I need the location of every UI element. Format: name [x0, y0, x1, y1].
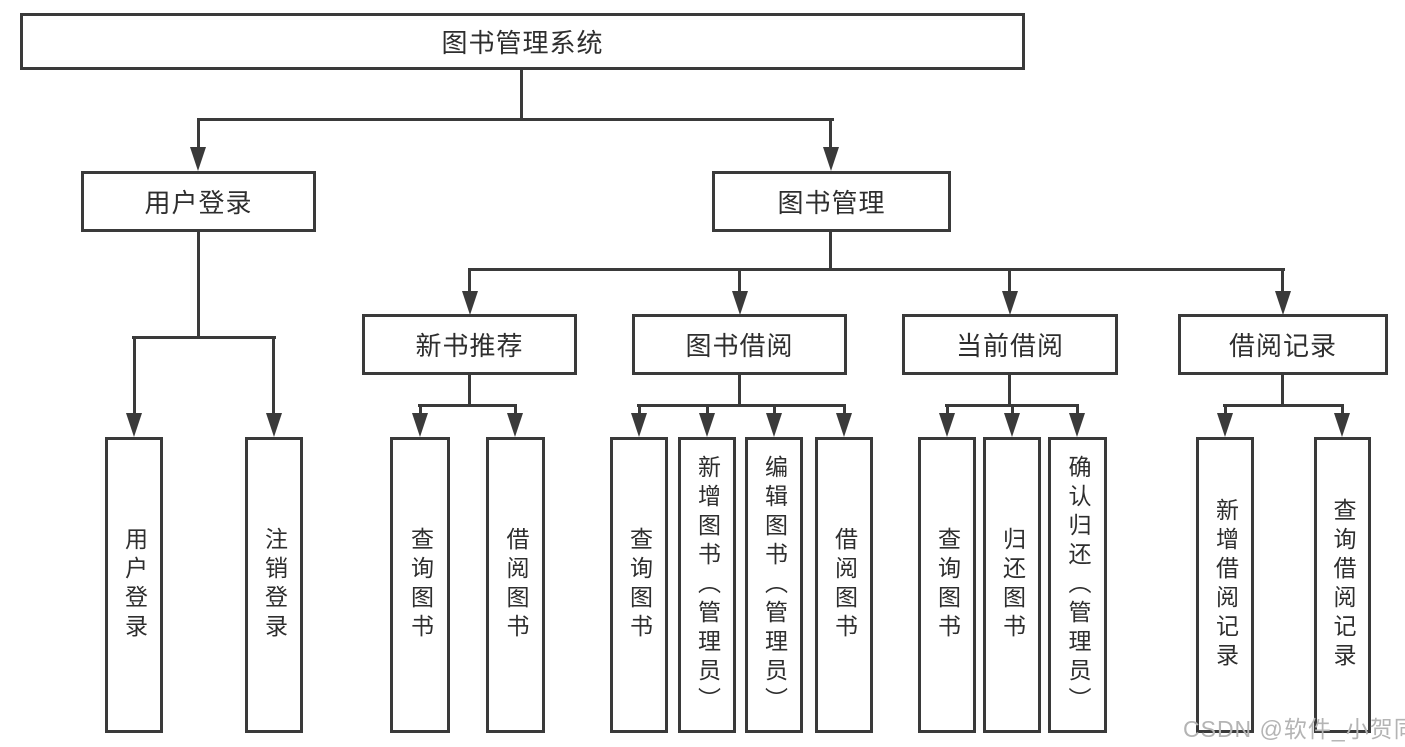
arrow-down-bookborrow-leaf4-icon [836, 413, 852, 437]
leaf-query-books-newbook-label: 查询图书 [407, 527, 434, 643]
connector-to-currentborrow-stem [1008, 268, 1011, 293]
node-user-login: 用户登录 [81, 171, 316, 232]
node-book-management: 图书管理 [712, 171, 951, 232]
node-book-management-label: 图书管理 [777, 188, 886, 218]
connector-bookborrow-bus [637, 404, 846, 407]
leaf-add-books-admin-label: 新增图书（管理员） [694, 454, 721, 716]
arrow-down-borrowrecord-leaf1-icon [1217, 413, 1233, 437]
connector-to-bookborrow-stem [738, 268, 741, 293]
leaf-borrow-books-newbook: 借阅图书 [486, 437, 545, 733]
connector-currentborrow-leaf3-stem [1076, 404, 1079, 416]
connector-newbook-bus [418, 404, 517, 407]
node-root: 图书管理系统 [20, 13, 1025, 70]
connector-to-user-login-stem [197, 118, 200, 148]
watermark: CSDN @软件_小贺同学 [1183, 716, 1405, 742]
connector-bookborrow-stem [738, 375, 741, 407]
arrow-down-bookborrow-leaf2-icon [699, 413, 715, 437]
connector-book-management-stem [829, 232, 832, 268]
arrow-down-currentborrow-leaf3-icon [1069, 413, 1085, 437]
connector-user-login-bus [132, 336, 276, 339]
leaf-logout: 注销登录 [245, 437, 303, 733]
leaf-borrow-books-newbook-label: 借阅图书 [503, 527, 529, 643]
node-root-label: 图书管理系统 [441, 28, 604, 58]
arrow-down-bookborrow-icon [732, 291, 748, 315]
connector-borrowrecord-bus [1223, 404, 1344, 407]
connector-currentborrow-stem [1008, 375, 1011, 407]
connector-to-book-management-stem [829, 118, 832, 148]
leaf-query-books-borrow-label: 查询图书 [626, 527, 653, 643]
connector-root-stem [520, 70, 523, 118]
connector-to-borrowrecord-stem [1281, 268, 1284, 293]
leaf-query-books-borrow: 查询图书 [610, 437, 668, 733]
arrow-down-user-login-icon [190, 147, 206, 171]
arrow-down-currentborrow-leaf2-icon [1004, 413, 1020, 437]
connector-borrowrecord-leaf2-stem [1341, 404, 1344, 416]
node-current-borrowing: 当前借阅 [902, 314, 1118, 375]
arrow-down-leaf-logout-icon [266, 413, 282, 437]
leaf-query-borrow-record-label: 查询借阅记录 [1330, 498, 1356, 672]
leaf-query-books-current: 查询图书 [918, 437, 976, 733]
arrow-down-borrowrecord-leaf2-icon [1334, 413, 1350, 437]
connector-newbook-stem [468, 375, 471, 407]
leaf-borrow-books-label: 借阅图书 [831, 527, 858, 643]
leaf-user-login-label: 用户登录 [121, 527, 148, 643]
node-borrowing-records-label: 借阅记录 [1228, 331, 1337, 361]
leaf-logout-label: 注销登录 [261, 527, 288, 643]
arrow-down-book-management-icon [823, 147, 839, 171]
leaf-query-books-newbook: 查询图书 [390, 437, 450, 733]
connector-currentborrow-leaf1-stem [946, 404, 949, 416]
arrow-down-currentborrow-leaf1-icon [939, 413, 955, 437]
arrow-down-leaf-login-icon [126, 413, 142, 437]
leaf-borrow-books: 借阅图书 [815, 437, 873, 733]
node-current-borrowing-label: 当前借阅 [955, 331, 1064, 361]
leaf-confirm-return-admin: 确认归还（管理员） [1048, 437, 1107, 733]
connector-currentborrow-leaf2-stem [1011, 404, 1014, 416]
connector-newbook-leaf2-stem [514, 404, 517, 416]
node-new-book-recommend-label: 新书推荐 [415, 331, 524, 361]
connector-root-bus [197, 118, 834, 121]
arrow-down-bookborrow-leaf1-icon [631, 413, 647, 437]
arrow-down-newbook-leaf1-icon [412, 413, 428, 437]
arrow-down-newbook-icon [462, 291, 478, 315]
node-book-borrowing-label: 图书借阅 [685, 331, 794, 361]
leaf-add-borrow-record-label: 新增借阅记录 [1212, 498, 1239, 672]
leaf-edit-books-admin-label: 编辑图书（管理员） [761, 454, 788, 716]
arrow-down-borrowrecord-icon [1275, 291, 1291, 315]
leaf-edit-books-admin: 编辑图书（管理员） [745, 437, 803, 733]
connector-to-leaf-logout-stem [272, 336, 275, 414]
connector-user-login-stem [197, 232, 200, 336]
leaf-query-borrow-record: 查询借阅记录 [1314, 437, 1371, 733]
connector-bookborrow-leaf3-stem [773, 404, 776, 416]
node-borrowing-records: 借阅记录 [1178, 314, 1388, 375]
connector-bookborrow-leaf1-stem [638, 404, 641, 416]
connector-to-leaf-login-stem [133, 336, 136, 414]
leaf-return-books-label: 归还图书 [999, 527, 1026, 643]
arrow-down-bookborrow-leaf3-icon [766, 413, 782, 437]
node-book-borrowing: 图书借阅 [632, 314, 847, 375]
connector-bookborrow-leaf2-stem [706, 404, 709, 416]
leaf-add-books-admin: 新增图书（管理员） [678, 437, 736, 733]
node-new-book-recommend: 新书推荐 [362, 314, 577, 375]
connector-borrowrecord-leaf1-stem [1224, 404, 1227, 416]
node-user-login-label: 用户登录 [144, 188, 253, 218]
connector-to-newbook-stem [468, 268, 471, 293]
leaf-confirm-return-admin-label: 确认归还（管理员） [1065, 454, 1091, 716]
arrow-down-newbook-leaf2-icon [507, 413, 523, 437]
arrow-down-currentborrow-icon [1002, 291, 1018, 315]
leaf-query-books-current-label: 查询图书 [934, 527, 961, 643]
connector-level3-bus [468, 268, 1285, 271]
connector-borrowrecord-stem [1281, 375, 1284, 407]
leaf-user-login: 用户登录 [105, 437, 163, 733]
leaf-add-borrow-record: 新增借阅记录 [1196, 437, 1254, 733]
leaf-return-books: 归还图书 [983, 437, 1041, 733]
connector-bookborrow-leaf4-stem [843, 404, 846, 416]
connector-newbook-leaf1-stem [419, 404, 422, 416]
